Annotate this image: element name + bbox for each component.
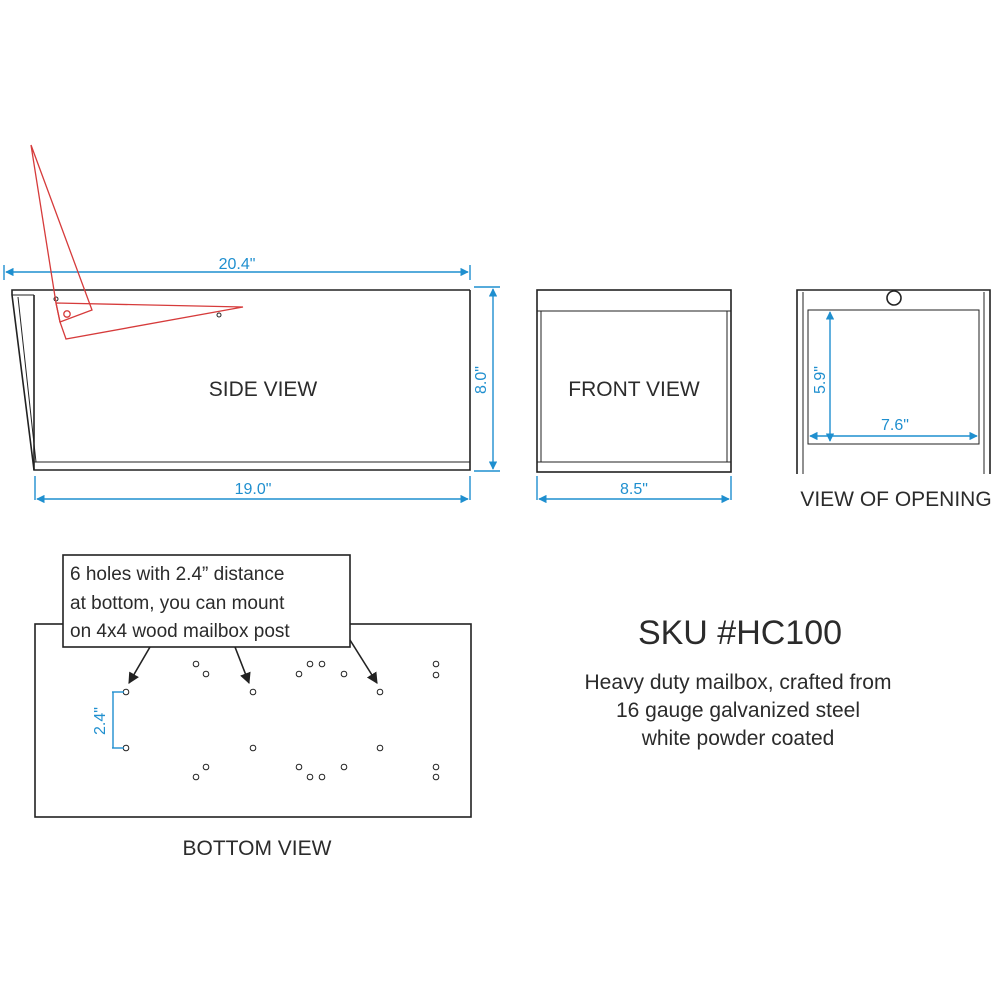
hole-spacing: 2.4"	[92, 707, 109, 735]
opening-width: 7.6"	[881, 417, 909, 434]
side-view: 20.4" 8.0" 1	[3, 144, 500, 504]
bottom-view-label: BOTTOM VIEW	[183, 837, 332, 860]
front-width-dimension: 8.5"	[536, 476, 732, 504]
note-line-2: at bottom, you can mount	[70, 593, 285, 614]
mounting-note: 6 holes with 2.4” distance at bottom, yo…	[62, 554, 351, 648]
opening-view-label: VIEW OF OPENING	[800, 488, 991, 511]
mailbox-flag	[30, 144, 244, 340]
note-line-1: 6 holes with 2.4” distance	[70, 564, 284, 585]
description-line-3: white powder coated	[641, 727, 835, 750]
side-height: 8.0"	[473, 366, 490, 394]
note-line-3: on 4x4 wood mailbox post	[70, 621, 290, 642]
side-top-length: 20.4"	[219, 256, 256, 273]
product-info: SKU #HC100 Heavy duty mailbox, crafted f…	[585, 614, 892, 750]
hole-spacing-dimension: 2.4"	[92, 691, 124, 749]
front-view: 8.5" FRONT VIEW	[536, 289, 732, 504]
opening-width-dimension: 7.6"	[809, 417, 978, 441]
side-bottom-dimension: 19.0"	[34, 476, 471, 504]
bottom-view: 6 holes with 2.4” distance at bottom, yo…	[34, 554, 472, 860]
side-top-dimension: 20.4"	[3, 256, 471, 280]
front-width: 8.5"	[620, 481, 648, 498]
side-bottom-length: 19.0"	[235, 481, 272, 498]
sku-title: SKU #HC100	[638, 614, 842, 652]
description-line-1: Heavy duty mailbox, crafted from	[585, 671, 892, 694]
note-arrows	[128, 639, 378, 685]
side-height-dimension: 8.0"	[473, 286, 500, 472]
mounting-holes	[122, 660, 440, 781]
description-line-2: 16 gauge galvanized steel	[616, 699, 860, 722]
opening-view: 5.9" 7.6" VIEW OF OPENING	[796, 289, 992, 511]
opening-height: 5.9"	[812, 366, 829, 394]
front-view-label: FRONT VIEW	[568, 378, 700, 401]
opening-height-dimension: 5.9"	[812, 311, 835, 442]
side-view-label: SIDE VIEW	[209, 378, 318, 401]
